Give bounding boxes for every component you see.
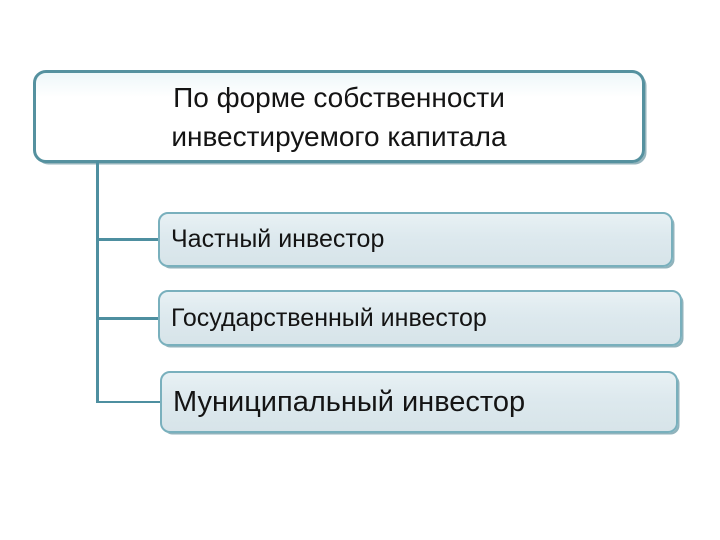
diagram-child-node-municipal-investor: Муниципальный инвестор — [160, 371, 678, 433]
connector-vertical-trunk — [96, 161, 99, 403]
child-node-label: Частный инвестор — [171, 225, 385, 253]
connector-branch-3 — [96, 400, 160, 403]
child-node-label: Муниципальный инвестор — [173, 385, 526, 418]
root-node-label-line2: инвестируемого капитала — [171, 120, 507, 152]
connector-branch-2 — [96, 317, 158, 320]
root-node-label-line1: По форме собственности — [173, 81, 505, 113]
child-node-label: Государственный инвестор — [171, 303, 487, 332]
connector-branch-1 — [96, 238, 158, 241]
diagram-child-node-private-investor: Частный инвестор — [158, 212, 673, 267]
diagram-root-node: По форме собственности инвестируемого ка… — [33, 70, 645, 163]
diagram-child-node-state-investor: Государственный инвестор — [158, 290, 682, 346]
